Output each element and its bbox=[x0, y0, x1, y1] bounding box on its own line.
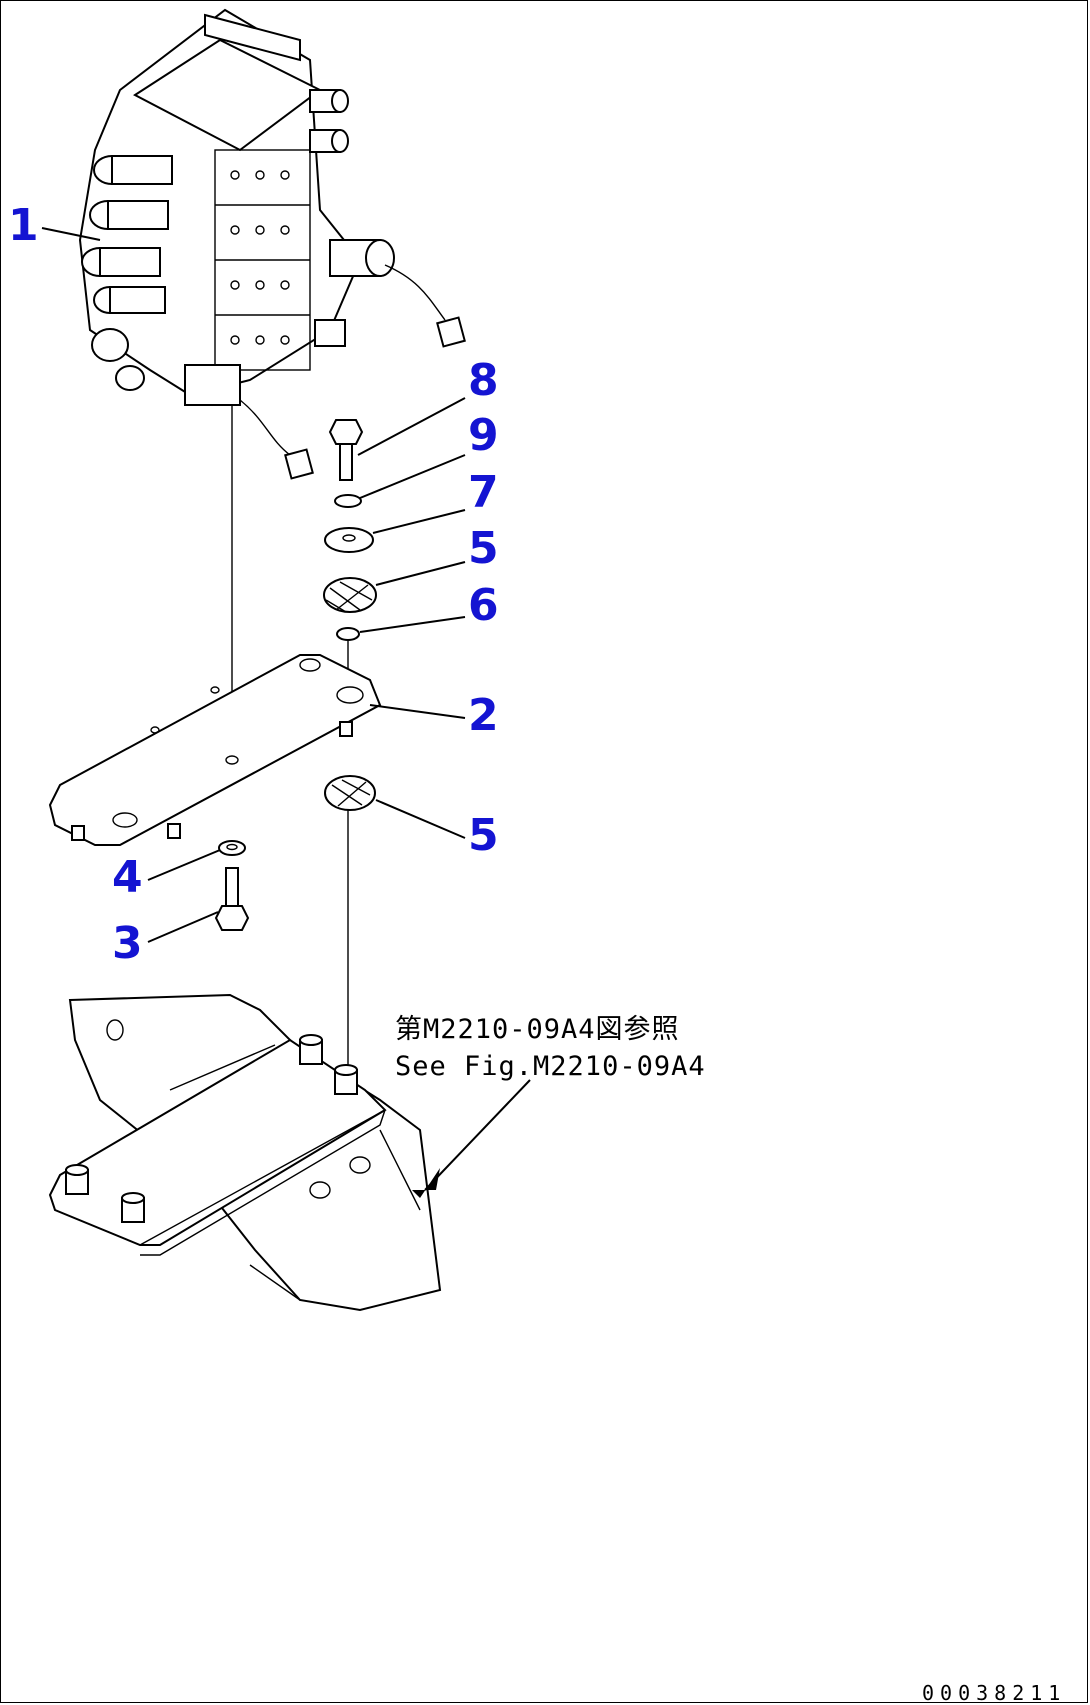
callout-7: 7 bbox=[468, 467, 499, 518]
callout-3: 3 bbox=[112, 918, 143, 969]
mounting-plate-part-2 bbox=[48, 654, 382, 846]
frame-bracket bbox=[48, 993, 442, 1312]
reference-note-en: See Fig.M2210-09A4 bbox=[395, 1051, 706, 1082]
washer-part-4 bbox=[218, 840, 246, 856]
flat-washer-part-7 bbox=[324, 527, 374, 553]
rubber-mount-part-5-lower bbox=[324, 775, 376, 811]
callout-leaders bbox=[41, 227, 531, 1198]
callout-6: 6 bbox=[468, 580, 499, 631]
bolt-part-3 bbox=[214, 867, 250, 931]
o-ring-part-6 bbox=[336, 627, 360, 641]
reference-note-jp: 第M2210-09A4図参照 bbox=[395, 1014, 680, 1045]
callout-5-upper: 5 bbox=[468, 523, 499, 574]
callout-1: 1 bbox=[8, 200, 39, 251]
washer-part-9 bbox=[334, 494, 362, 508]
callout-9: 9 bbox=[468, 410, 499, 461]
control-valve-assembly bbox=[78, 8, 466, 480]
drawing-code: 00038211 bbox=[922, 1681, 1066, 1705]
callout-5-lower: 5 bbox=[468, 810, 499, 861]
callout-4: 4 bbox=[112, 852, 143, 903]
bolt-part-8 bbox=[328, 419, 364, 481]
rubber-mount-part-5-upper bbox=[323, 577, 377, 613]
callout-8: 8 bbox=[468, 355, 499, 406]
callout-2: 2 bbox=[468, 690, 499, 741]
